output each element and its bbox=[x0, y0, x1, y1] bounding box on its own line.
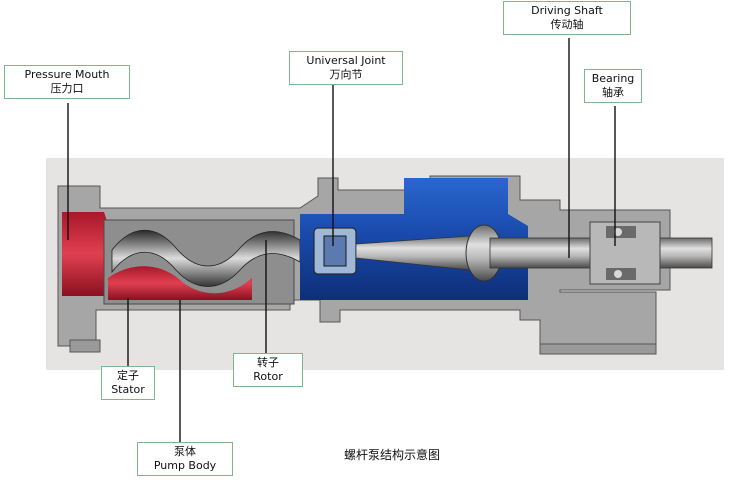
bearing-ball bbox=[614, 270, 622, 278]
label-rotor-en: Rotor bbox=[253, 370, 283, 383]
label-bearing-en: Bearing bbox=[591, 72, 635, 85]
label-rotor-zh: 转子 bbox=[257, 356, 279, 369]
label-bearing-zh: 轴承 bbox=[602, 86, 624, 99]
label-pressure-mouth: Pressure Mouth 压力口 bbox=[4, 65, 130, 99]
label-pressure-mouth-en: Pressure Mouth bbox=[24, 68, 110, 81]
label-pump-body: 泵体 Pump Body bbox=[137, 442, 233, 476]
label-pressure-mouth-zh: 压力口 bbox=[50, 82, 84, 95]
label-stator: 定子 Stator bbox=[101, 366, 155, 400]
mounting-foot bbox=[539, 343, 657, 355]
label-universal-joint: Universal Joint 万向节 bbox=[289, 51, 403, 85]
diagram-caption: 螺杆泵结构示意图 bbox=[344, 448, 441, 462]
stator-cavity bbox=[108, 266, 252, 300]
label-universal-joint-zh: 万向节 bbox=[329, 68, 363, 81]
label-pump-body-en: Pump Body bbox=[153, 459, 217, 472]
label-stator-en: Stator bbox=[111, 383, 145, 396]
mounting-foot bbox=[69, 339, 101, 353]
label-driving-shaft-zh: 传动轴 bbox=[550, 18, 584, 31]
leader-lines bbox=[67, 38, 616, 444]
label-rotor: 转子 Rotor bbox=[233, 353, 303, 387]
pressure-chamber bbox=[62, 212, 112, 296]
label-stator-zh: 定子 bbox=[117, 369, 139, 382]
label-universal-joint-en: Universal Joint bbox=[306, 54, 386, 67]
universal-joint-core bbox=[323, 235, 347, 267]
label-driving-shaft-en: Driving Shaft bbox=[531, 4, 603, 17]
label-driving-shaft: Driving Shaft 传动轴 bbox=[503, 1, 631, 35]
label-bearing: Bearing 轴承 bbox=[584, 69, 642, 103]
label-pump-body-zh: 泵体 bbox=[174, 445, 196, 458]
bearing-ball bbox=[614, 228, 622, 236]
